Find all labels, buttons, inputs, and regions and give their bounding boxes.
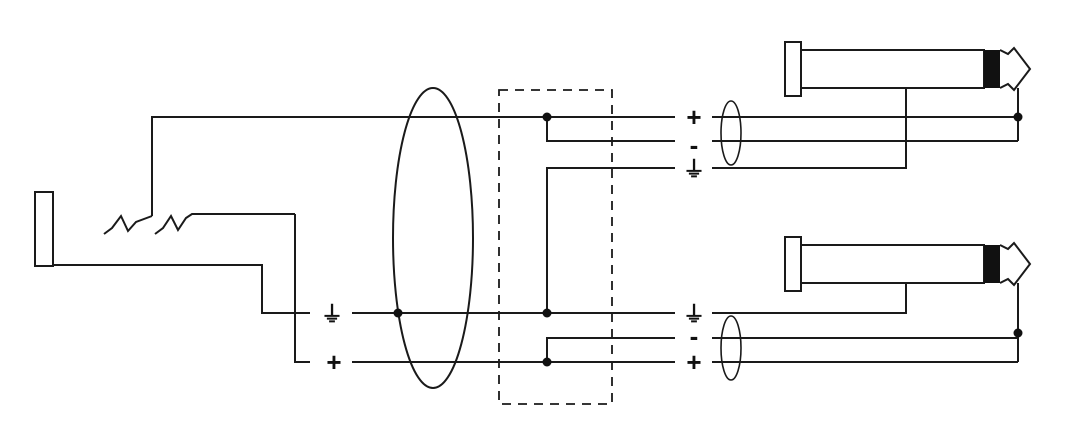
- input-jack-body: [34, 191, 54, 267]
- input-jack-tip-contact: [103, 214, 153, 235]
- plug-collar: [784, 41, 802, 97]
- wire-ring-to-plus: [294, 214, 310, 363]
- wire-top-minus: [546, 117, 675, 142]
- input-jack: [34, 191, 295, 267]
- ground-label-top: ⏚: [683, 157, 705, 182]
- ground-label-left: ⏚: [321, 302, 343, 327]
- wire-top-ground: [546, 167, 675, 313]
- plug-sleeve: [800, 49, 985, 89]
- wire-top-out-ground: [712, 88, 907, 169]
- ground-label-bottom: ⏚: [683, 302, 705, 327]
- plus-label-left: +: [326, 347, 341, 377]
- minus-label-bottom: -: [690, 321, 699, 351]
- plus-label-bottom: +: [686, 347, 701, 377]
- minus-label-top: -: [690, 130, 699, 160]
- cable-shield-ellipse: [392, 87, 474, 389]
- cable-shield-top: [720, 100, 742, 166]
- junction-dot: [1013, 112, 1023, 122]
- junction-dot: [393, 308, 403, 318]
- junction-dot: [1013, 328, 1023, 338]
- input-jack-ring-contact: [154, 213, 295, 235]
- output-plug-top: [784, 41, 1032, 97]
- wire-bottom-out-ground: [712, 283, 907, 314]
- plug-tip: [999, 46, 1032, 92]
- cable-shield-bottom: [720, 315, 742, 381]
- junction-dot: [542, 308, 552, 318]
- plug-tip: [999, 241, 1032, 287]
- plug-insulator-ring: [984, 50, 1000, 88]
- plug-insulator-ring: [984, 245, 1000, 283]
- plus-label-top: +: [686, 102, 701, 132]
- plug-sleeve: [800, 244, 985, 284]
- plug-collar: [784, 236, 802, 292]
- wire-sleeve-to-ground: [53, 264, 310, 314]
- output-plug-bottom: [784, 236, 1032, 292]
- wire-tip-to-top-plus: [151, 116, 675, 216]
- junction-dot: [542, 357, 552, 367]
- wire-bottom-minus: [546, 337, 675, 362]
- junction-dot: [542, 112, 552, 122]
- splitter-box: [498, 89, 613, 405]
